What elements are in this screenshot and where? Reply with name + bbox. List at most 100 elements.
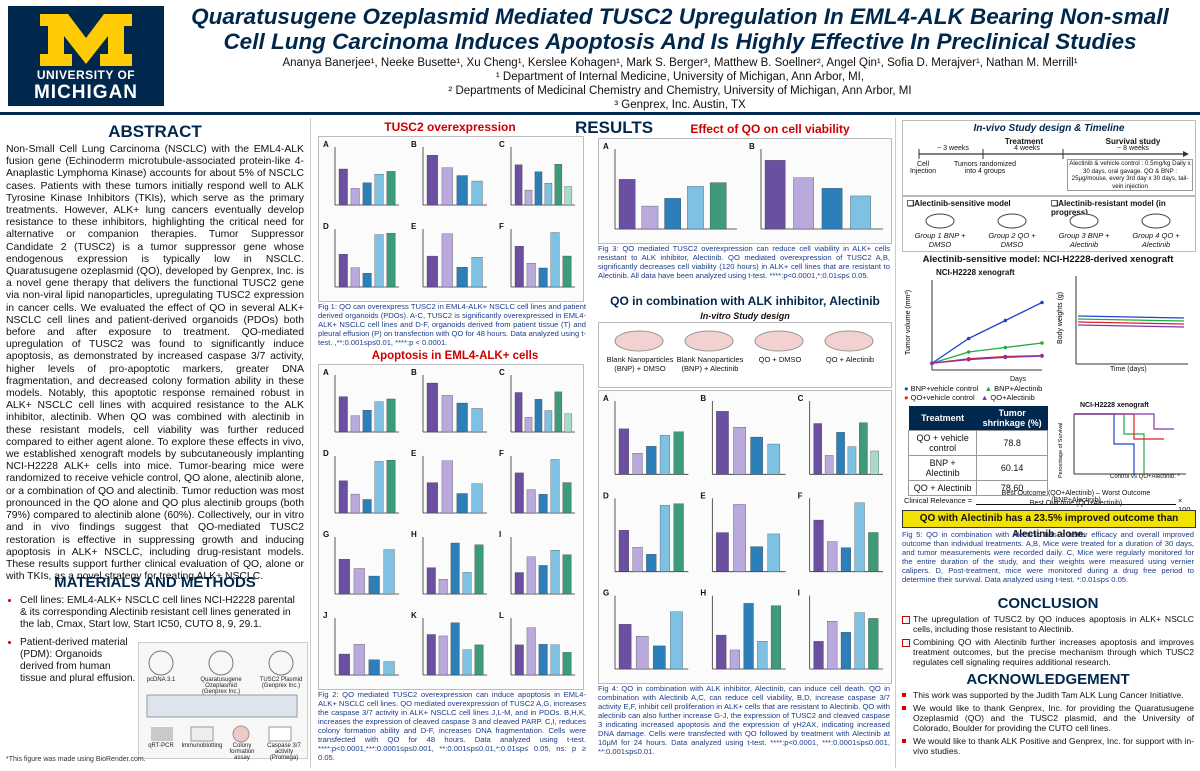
panel-letter: L	[499, 611, 504, 620]
model-sensitive: ❑Alectinib-sensitive model	[907, 199, 1011, 208]
x-axis-label: Time (days)	[1110, 366, 1147, 373]
bar	[850, 195, 871, 230]
bar	[462, 572, 472, 595]
group-label: Group 3 BNP + Alectinib	[1058, 231, 1110, 249]
bar	[840, 547, 851, 572]
legend-item: QO+vehicle control	[910, 393, 975, 402]
tumor-volume-chart: Tumor volume (mm³)	[905, 280, 1044, 371]
bar	[632, 547, 643, 572]
bar	[854, 612, 865, 670]
fig-label: qRT-PCR	[148, 743, 174, 749]
table-cell: QO + vehicle control	[907, 430, 978, 456]
bar	[338, 653, 350, 676]
design-group: Blank Nanoparticles (BNP) + Alectinib	[676, 355, 744, 373]
ack-item: We would like to thank ALK Positive and …	[902, 736, 1194, 756]
group-label: Group 1 BNP + DMSO	[914, 231, 966, 249]
bar	[538, 494, 548, 514]
bar	[456, 493, 468, 514]
relevance-multiplier: × 100	[1178, 496, 1191, 514]
bar	[450, 542, 460, 595]
bar	[526, 263, 536, 288]
bar	[840, 632, 851, 670]
panel-letter: A	[323, 140, 329, 149]
bar	[474, 644, 484, 676]
bar	[526, 556, 536, 595]
legend-item: BNP+vehicle control	[910, 384, 979, 393]
table-cell: 78.8	[976, 430, 1048, 456]
data-point	[1003, 318, 1008, 323]
panel-letter: C	[499, 140, 505, 149]
acknowledgement-section: ACKNOWLEDGEMENT This work was supported …	[902, 671, 1194, 756]
bar	[770, 605, 782, 670]
bar	[729, 649, 740, 670]
bar	[564, 186, 573, 206]
fig-label: TUSC2 Plasmid (Genprex Inc.)	[259, 677, 303, 689]
bar	[764, 160, 786, 230]
bar	[824, 455, 834, 475]
methods-item: Patient-derived material (PDM): Organoid…	[20, 637, 138, 685]
bar	[827, 541, 838, 572]
timeline-diagram	[918, 149, 1189, 159]
data-point	[1040, 341, 1044, 345]
data-point	[1040, 300, 1044, 305]
bar	[757, 641, 768, 670]
panel-letter: K	[411, 611, 417, 620]
abstract-text: Non-Small Cell Lung Carcinoma (NSCLC) wi…	[6, 144, 304, 583]
series-line	[931, 342, 1043, 364]
legend-marker: ▲	[984, 384, 993, 393]
bar	[534, 399, 543, 433]
bar	[374, 461, 384, 514]
bar	[859, 422, 868, 475]
panel-letter: D	[323, 222, 329, 231]
bar	[426, 482, 438, 514]
panel-letter: F	[798, 491, 803, 500]
bar	[386, 171, 396, 206]
bar	[847, 446, 857, 475]
table-header: Tumor shrinkage (%)	[976, 406, 1048, 431]
panel-letter: B	[411, 368, 417, 377]
bar	[456, 267, 468, 288]
bar	[426, 634, 436, 676]
panel-letter: J	[323, 611, 327, 620]
bar	[670, 611, 683, 670]
bar	[562, 554, 572, 595]
panel-letter: A	[603, 394, 609, 403]
data-point	[966, 357, 971, 362]
bar	[426, 567, 436, 595]
conclusion-item: The upregulation of TUSC2 by QO induces …	[902, 614, 1194, 634]
bar	[441, 395, 453, 433]
biorender-note: *This figure was made using BioRender.co…	[6, 756, 146, 763]
fig-label: pcDNA 3.1	[146, 677, 176, 683]
legend-marker: ●	[904, 393, 909, 402]
fig3-caption: Fig 3: QO mediated TUSC2 overexpression …	[598, 244, 890, 280]
bar	[716, 634, 727, 670]
panel-letter: B	[749, 142, 755, 151]
bar	[743, 603, 754, 670]
survival-line	[1074, 413, 1135, 474]
panel-letter: C	[499, 368, 505, 377]
bar	[564, 413, 573, 433]
section-heading: QO in combination with ALK inhibitor, Al…	[610, 294, 880, 308]
bar	[562, 255, 572, 288]
bar	[750, 546, 763, 572]
relevance-denominator: Best Outcome (QO+Alectinib)	[1029, 500, 1123, 507]
design-group: QO + DMSO	[758, 355, 802, 364]
weeks-label: 4 weeks	[1014, 145, 1040, 152]
bar	[534, 171, 543, 206]
chart-title: NCI-H2228 xenograft	[1080, 402, 1149, 409]
methods-item: Cell lines: EML4-ALK+ NSCLC cell lines N…	[20, 595, 304, 631]
bar	[750, 436, 763, 475]
series-line	[1077, 315, 1185, 319]
bar	[338, 168, 348, 206]
legend-marker: ●	[904, 384, 909, 393]
bar	[870, 450, 880, 475]
bar	[868, 532, 879, 572]
weeks-label: ~ 8 weeks	[1117, 145, 1149, 152]
xenograft-heading: Alectinib-sensitive model: NCI-H2228-der…	[922, 254, 1174, 265]
panel-letter: I	[499, 530, 501, 539]
